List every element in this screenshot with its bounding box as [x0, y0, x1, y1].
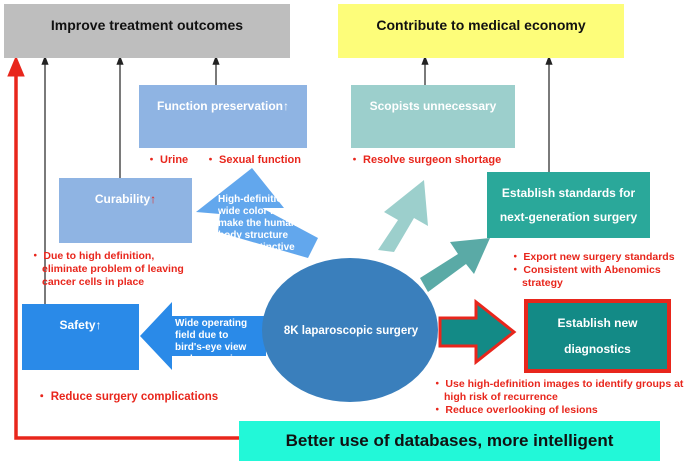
standards-label-2: next-generation surgery — [499, 210, 638, 224]
note-diagnostics-1: ・ Use high-definition images to identify… — [432, 378, 684, 390]
improve-outcomes-box: Improve treatment outcomes — [4, 4, 290, 58]
note-curability-3: cancer cells in place — [42, 276, 145, 288]
upper-arrow-text-2: wide color range — [218, 206, 298, 217]
note-export-1: ・ Export new surgery standards — [510, 251, 675, 263]
note-urine: ・ Urine — [146, 154, 189, 166]
safety-label: Safety↑ — [59, 318, 102, 332]
diagnostics-label-1: Establish new — [557, 316, 638, 330]
left-arrow-text-2: field due to — [175, 330, 229, 341]
note-diagnostics-2: high risk of recurrence — [444, 391, 558, 403]
arrow-to-safety — [140, 302, 266, 370]
note-complications: ・ Reduce surgery complications — [36, 391, 219, 403]
note-diagnostics-3: ・ Reduce overlooking of lesions — [432, 404, 598, 416]
note-export-2: ・ Consistent with Abenomics — [510, 264, 661, 276]
left-arrow-text-1: Wide operating — [175, 318, 248, 329]
upper-arrow-text-1: High-definition — [218, 194, 289, 205]
center-label: 8K laparoscopic surgery — [276, 320, 426, 342]
safety-box: Safety↑ — [22, 304, 139, 370]
note-export: ・ Export new surgery standards ・ Consist… — [510, 251, 675, 290]
diagnostics-box: Establish new diagnostics — [524, 299, 671, 373]
scopists-box: Scopists unnecessary — [351, 85, 515, 148]
medical-economy-label: Contribute to medical economy — [376, 17, 586, 33]
note-export-3: strategy — [522, 277, 563, 289]
scopists-label: Scopists unnecessary — [369, 99, 497, 113]
arrow-to-standards — [420, 238, 490, 292]
medical-economy-box: Contribute to medical economy — [338, 4, 624, 58]
upper-arrow-text-4: body structure — [218, 230, 289, 241]
feedback-arrow — [7, 55, 240, 440]
arrow-to-scopists — [378, 180, 428, 252]
note-curability: ・ Due to high definition, eliminate prob… — [30, 250, 184, 289]
function-preservation-label: Function preservation↑ — [156, 99, 290, 113]
note-curability-2: eliminate problem of leaving — [42, 263, 184, 275]
improve-outcomes-label: Improve treatment outcomes — [50, 17, 244, 33]
note-surgeon-shortage: ・ Resolve surgeon shortage — [349, 154, 502, 166]
standards-label-1: Establish standards for — [501, 186, 636, 200]
curability-box: Curability↑ — [59, 178, 192, 243]
note-sexual-function: ・ Sexual function — [205, 154, 301, 166]
curability-label: Curability — [94, 192, 151, 206]
upper-arrow-text-5: more distinctive — [218, 242, 295, 253]
left-arrow-text: Wide operating field due to bird's-eye v… — [175, 318, 247, 366]
upper-arrow-text-3: make the human — [218, 218, 297, 229]
databases-box: Better use of databases, more intelligen… — [239, 421, 660, 461]
diagnostics-label-2: diagnostics — [564, 342, 631, 356]
standards-box: Establish standards for next-generation … — [487, 172, 650, 238]
left-arrow-text-4: and expansion — [175, 354, 246, 365]
arrow-to-function — [196, 168, 318, 258]
curability-up-arrow: ↑ — [150, 192, 157, 206]
upper-arrow-text: High-definition wide color range make th… — [218, 194, 297, 254]
function-preservation-box: Function preservation↑ — [139, 85, 307, 148]
arrow-to-diagnostics — [438, 298, 517, 366]
left-arrow-text-3: bird's-eye view — [175, 342, 247, 353]
databases-label: Better use of databases, more intelligen… — [285, 431, 614, 450]
note-diagnostics: ・ Use high-definition images to identify… — [432, 378, 683, 417]
note-curability-1: ・ Due to high definition, — [30, 250, 155, 262]
